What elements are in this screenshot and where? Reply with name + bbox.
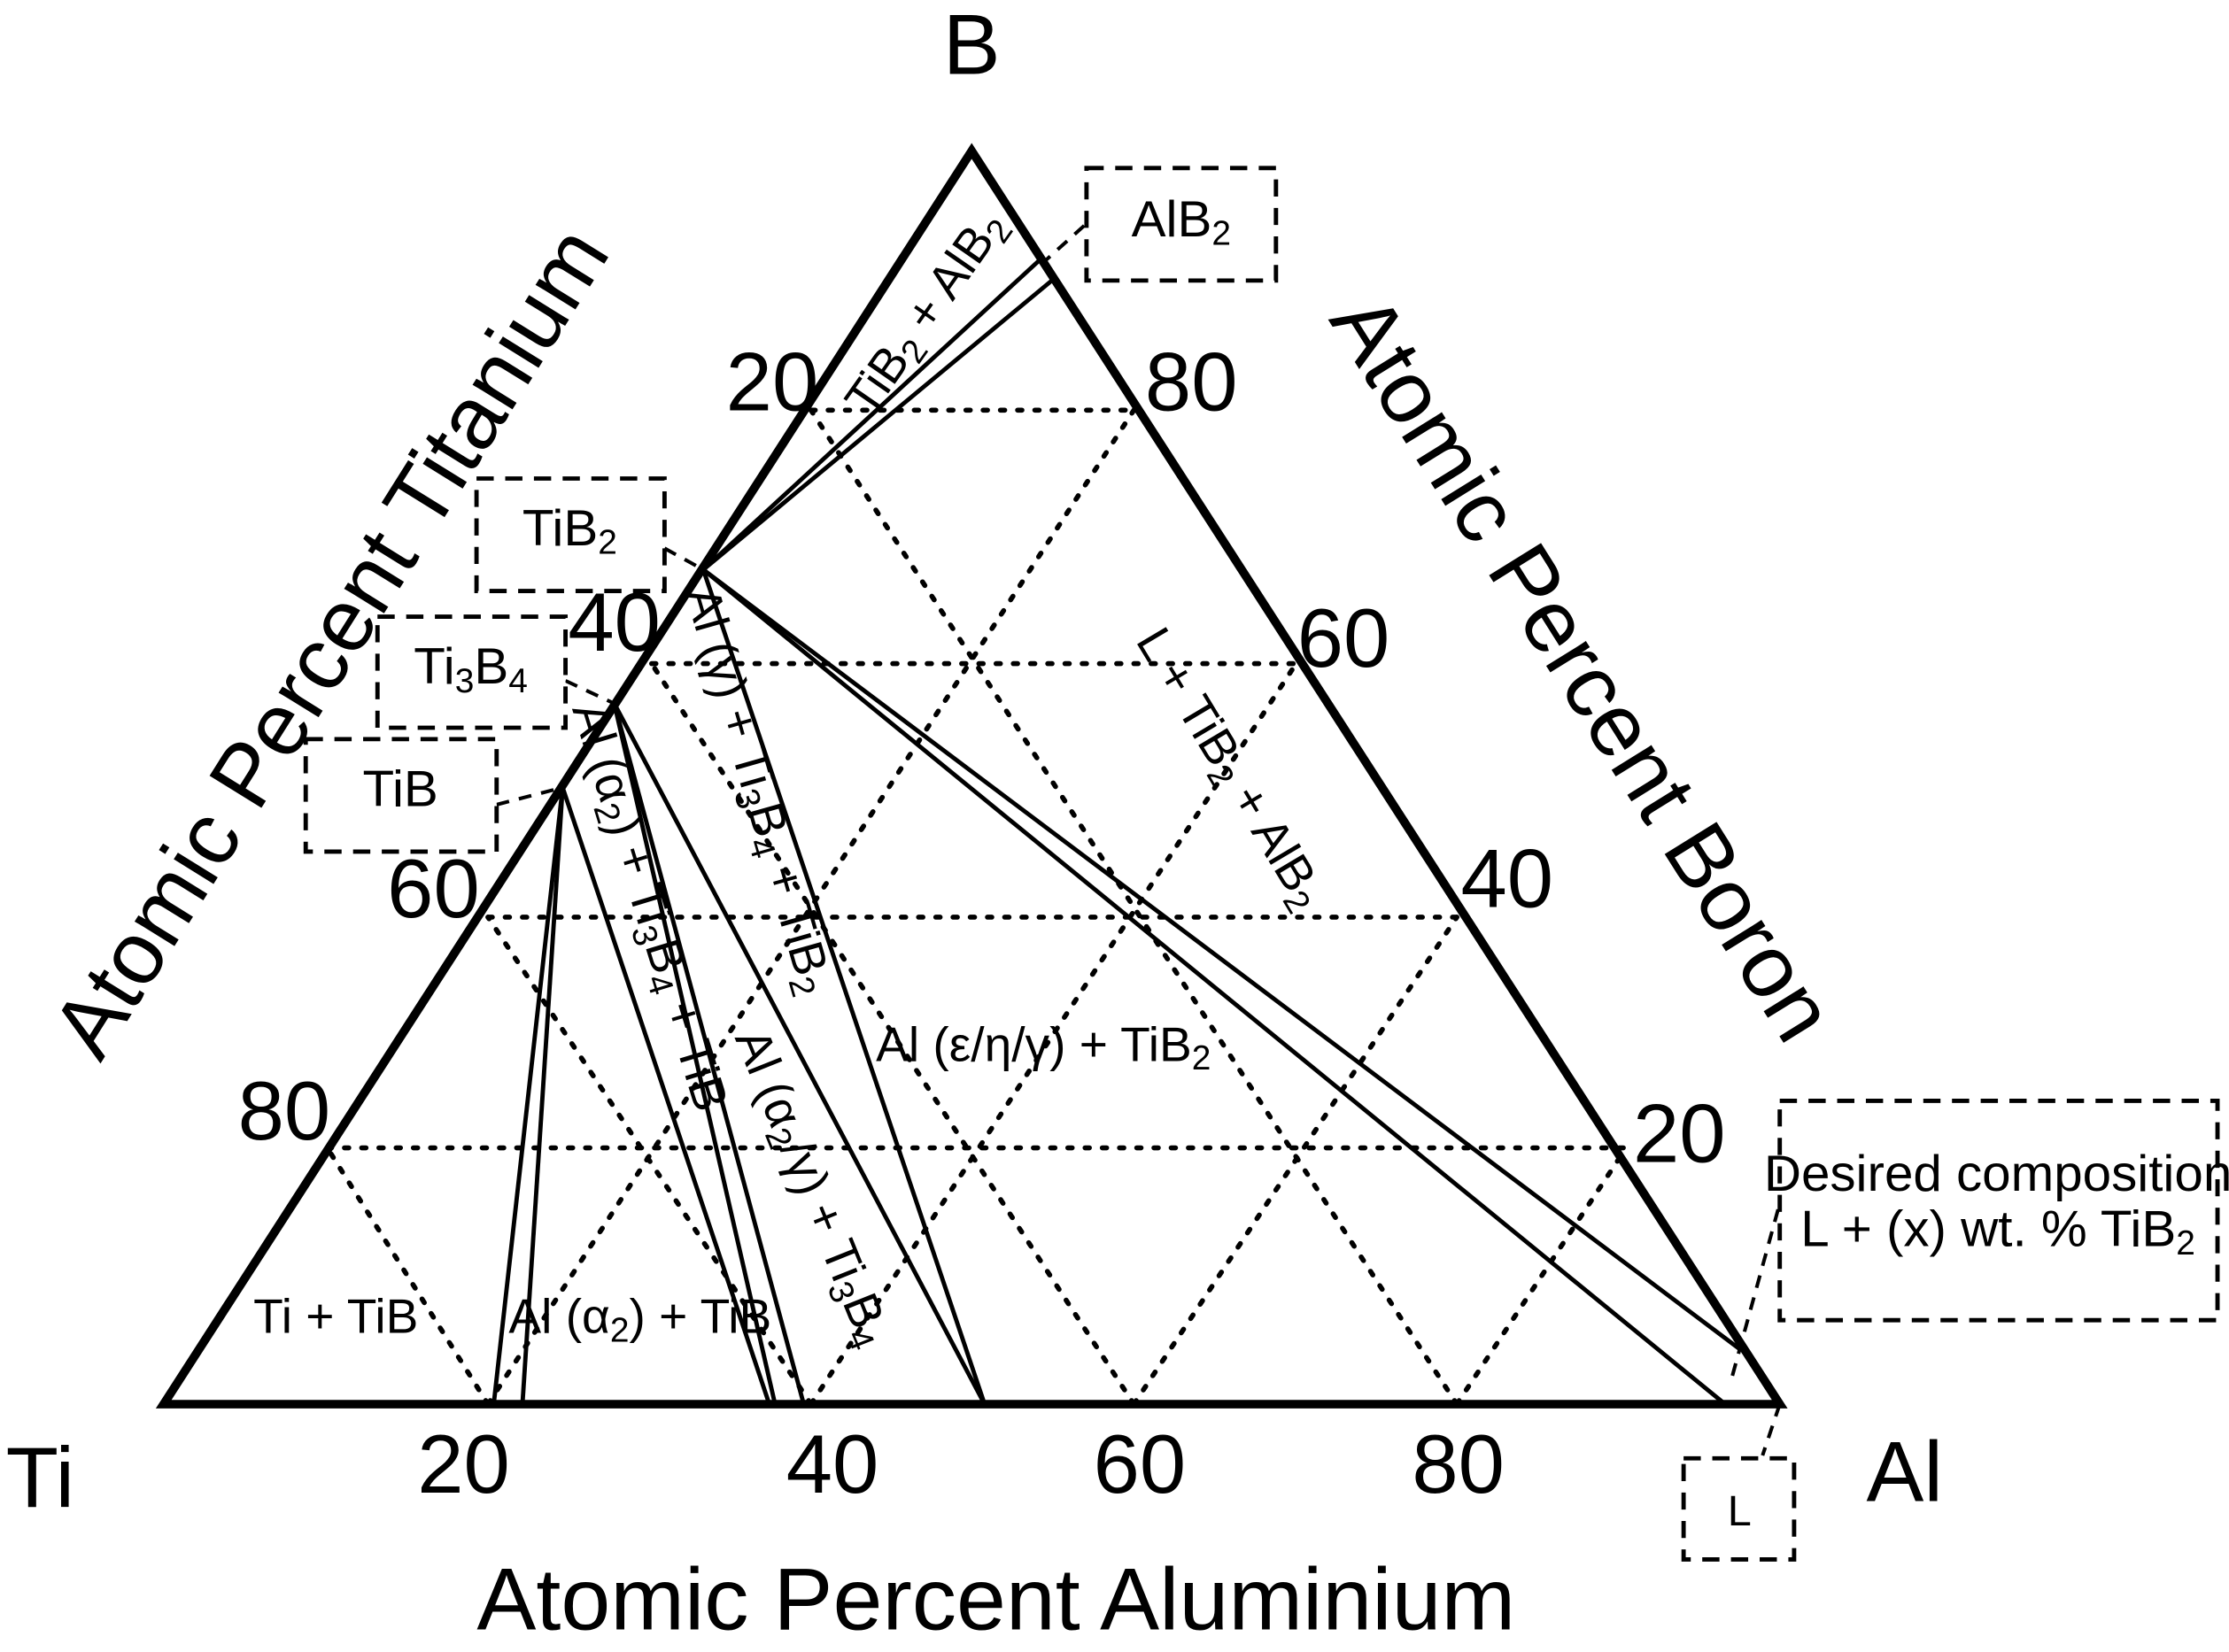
phase-box-tib: TiB: [303, 737, 499, 854]
corner-label-titanium: Ti: [6, 1429, 74, 1525]
box-label: TiB: [363, 760, 438, 818]
box-label: TiB: [522, 499, 598, 557]
desired-composition-box: Desired composition L + (x) wt. % TiB2: [1764, 1099, 2229, 1323]
phase-box-alb2: AlB2: [1084, 166, 1279, 283]
box-label-subscript: 3: [455, 662, 475, 700]
box-label-subscript: 2: [1211, 215, 1231, 253]
corner-label-aluminium: Al: [1866, 1424, 1942, 1520]
aluminium-tick-labels: 20 40 60 80: [417, 1417, 1505, 1510]
axis-title-aluminium: Atomic Percent Aluminium: [476, 1550, 1515, 1649]
desired-composition-subscript: 2: [2176, 1224, 2195, 1262]
triangle-border: [155, 143, 1788, 1409]
tick-label: 80: [1412, 1417, 1505, 1510]
tick-label: 60: [1094, 1417, 1187, 1510]
phase-box-liquid: L: [1681, 1455, 1797, 1562]
tick-label: 20: [417, 1417, 510, 1510]
axis-title-boron: Atomic Percent Boron: [1312, 277, 1854, 1058]
svg-text:TiB2: TiB2: [522, 499, 617, 561]
phase-box-tib2: TiB2: [474, 476, 667, 593]
tick-label: 80: [1145, 336, 1238, 428]
svg-text:Ti3B4: Ti3B4: [414, 637, 528, 699]
desired-composition-line1: Desired composition: [1764, 1145, 2229, 1202]
tick-label: 40: [786, 1417, 879, 1510]
tie-lines: [491, 257, 1743, 1406]
desired-composition-line2: L + (x) wt. % TiB: [1800, 1200, 2176, 1258]
tick-label: 80: [238, 1064, 331, 1157]
region-label-al-alpha2-tib: Al (α2) + TiB: [508, 1289, 771, 1349]
tick-label: 20: [1633, 1087, 1726, 1180]
box-label-subscript: 4: [508, 662, 528, 700]
leader-lines: [496, 222, 1782, 1456]
region-label-al-gamma-ti3b4-tib2: Al (γ) + Ti3B4 + TiB2: [669, 581, 845, 1001]
box-label-subscript: 2: [598, 524, 617, 562]
svg-text:L + (x) wt. % TiB2: L + (x) wt. % TiB2: [1800, 1200, 2195, 1262]
tick-label: 40: [1460, 832, 1553, 925]
box-label: L: [1728, 1487, 1752, 1535]
region-label-al-eta-tib2: Al (ε/η/γ) + TiB2: [876, 1017, 1211, 1077]
region-label-ti-tib: Ti + TiB: [253, 1289, 418, 1344]
boron-tick-labels: 80 60 40 20: [1145, 336, 1726, 1180]
box-label: B: [474, 637, 508, 695]
phase-box-ti3b4: Ti3B4: [375, 614, 569, 730]
corner-label-boron: B: [943, 0, 1001, 93]
box-label: Ti: [414, 637, 454, 695]
tick-label: 20: [726, 336, 819, 428]
tick-label: 60: [1297, 591, 1390, 684]
svg-text:AlB2: AlB2: [1132, 190, 1231, 252]
box-label: AlB: [1132, 190, 1212, 248]
tick-label: 60: [387, 842, 480, 935]
composition-grid: [324, 407, 1629, 1407]
